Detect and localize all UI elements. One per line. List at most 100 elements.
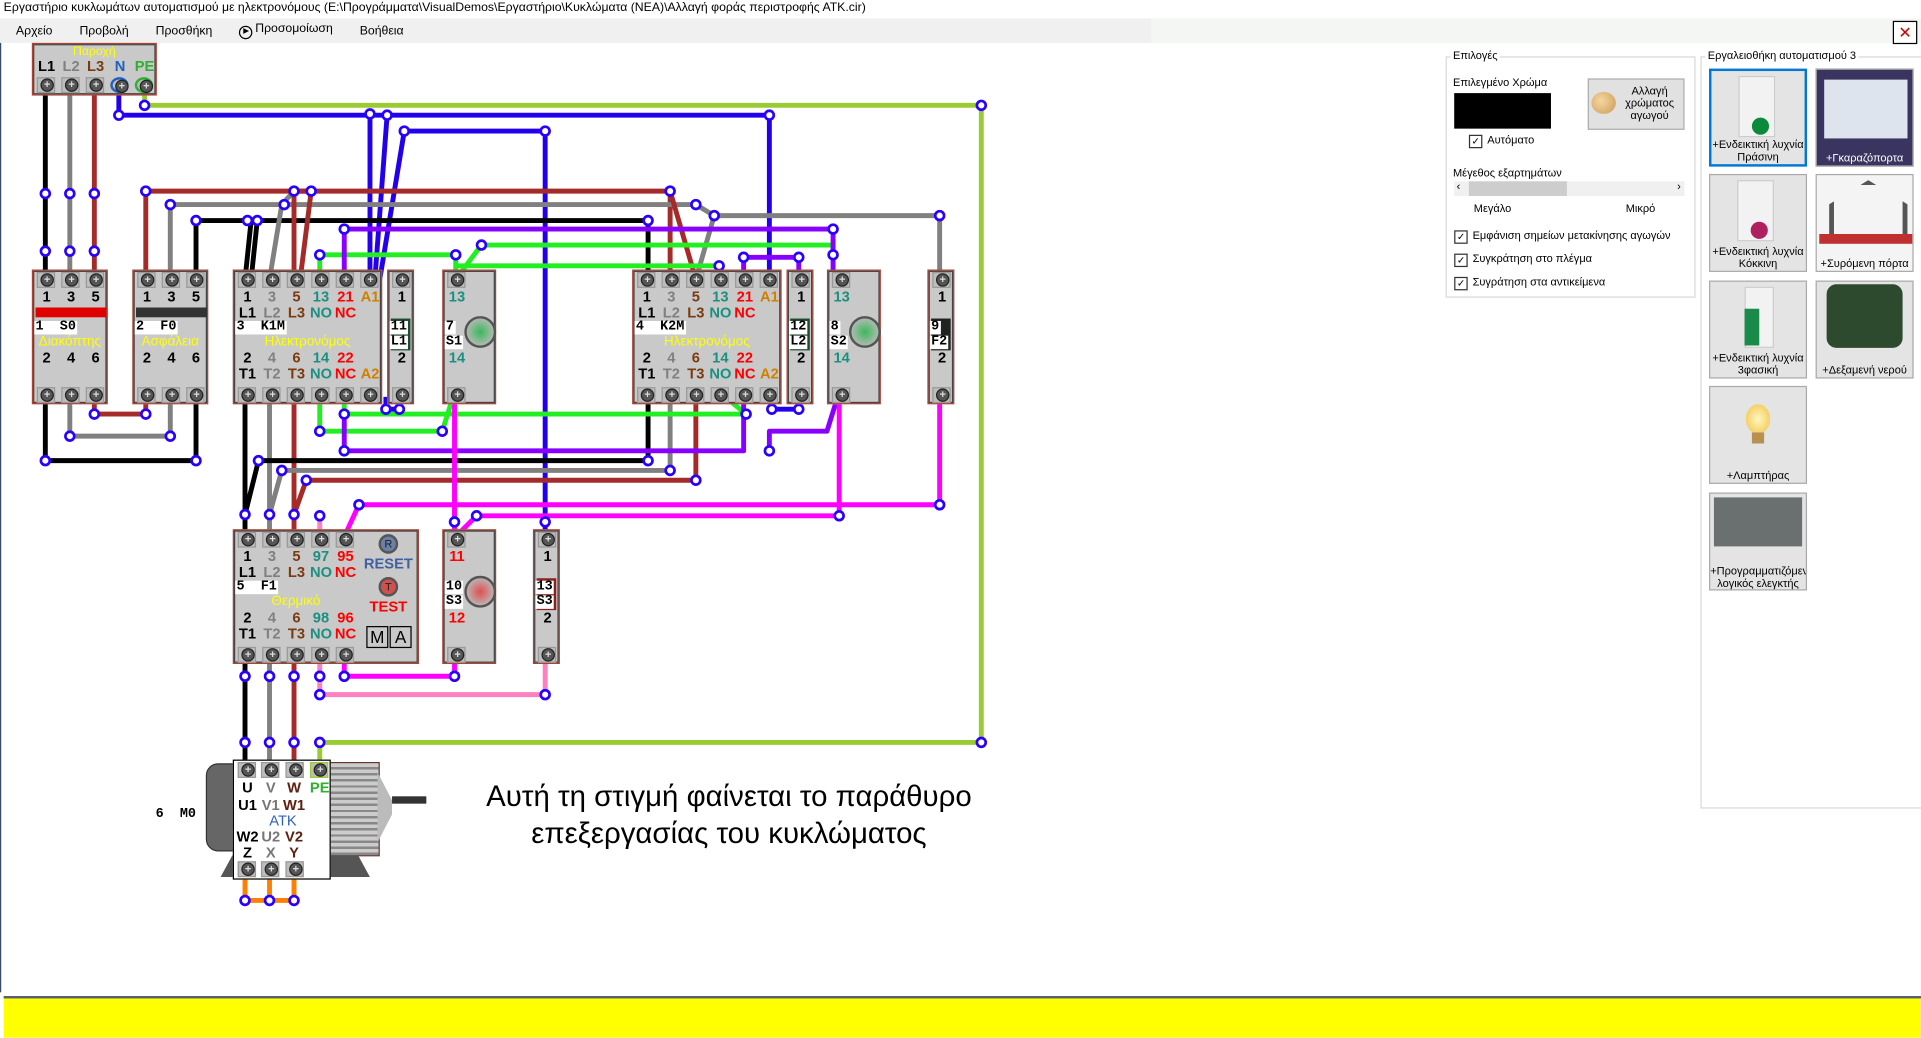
wire-junction-handle[interactable]	[470, 510, 483, 522]
wire-junction-handle[interactable]	[263, 736, 276, 749]
terminal-screw[interactable]	[85, 387, 105, 404]
terminal-screw[interactable]	[932, 387, 951, 404]
wire-junction-handle[interactable]	[353, 498, 365, 511]
wire-junction-handle[interactable]	[448, 516, 461, 528]
terminal-screw[interactable]	[61, 387, 80, 404]
wire-junction-handle[interactable]	[690, 474, 702, 486]
component-k1m[interactable]: 1L12T13L24T25L36T313NO14NO21NC22NCA1A23 …	[232, 269, 383, 405]
terminal-screw[interactable]	[791, 387, 810, 404]
wire-junction-handle[interactable]	[833, 510, 845, 522]
wire-junction-handle[interactable]	[288, 508, 300, 521]
menu-view[interactable]: Προβολή	[79, 23, 129, 38]
wire-junction-handle[interactable]	[975, 99, 988, 112]
menu-simulation[interactable]: ▶Προσομοίωση	[223, 22, 343, 40]
terminal-screw[interactable]	[262, 531, 281, 548]
wire-junction-handle[interactable]	[190, 454, 202, 467]
pushbutton-icon[interactable]	[464, 316, 497, 348]
wire-junction-handle[interactable]	[88, 408, 101, 420]
tool-water-tank[interactable]: +Δεξαμενή νερού	[1815, 280, 1914, 379]
tool-red-lamp[interactable]: +Ενδεικτική λυχνία Κόκκινη	[1709, 173, 1808, 272]
wire-junction-handle[interactable]	[338, 670, 351, 683]
wire-junction-handle[interactable]	[740, 408, 752, 420]
terminal-screw[interactable]	[637, 387, 656, 404]
wire-junction-handle[interactable]	[288, 736, 300, 749]
menu-file[interactable]: Αρχείο	[15, 23, 53, 38]
terminal-screw[interactable]	[637, 271, 656, 288]
switch-lever[interactable]	[135, 307, 208, 318]
wire-junction-handle[interactable]	[763, 445, 776, 457]
pushbutton-icon[interactable]	[464, 575, 497, 608]
wire-junction-handle[interactable]	[305, 185, 317, 197]
supply-terminal-l2[interactable]	[61, 77, 80, 94]
tool-lamp[interactable]: +Λαμπτήρας	[1709, 385, 1808, 484]
wire-junction-handle[interactable]	[252, 454, 265, 467]
wire-junction-handle[interactable]	[288, 894, 300, 907]
wire-junction-handle[interactable]	[364, 108, 376, 120]
component-k2m[interactable]: 1L12T13L24T25L36T313NO14NO21NC22NCA1A24 …	[632, 269, 782, 405]
terminal-screw[interactable]	[286, 387, 306, 404]
wire-junction-handle[interactable]	[398, 125, 411, 137]
terminal-screw[interactable]	[360, 387, 379, 404]
mode-manual-button[interactable]: M	[366, 626, 389, 649]
wire-junction-handle[interactable]	[64, 245, 76, 257]
wire-junction-handle[interactable]	[793, 251, 805, 264]
terminal-screw[interactable]	[335, 646, 355, 663]
terminal-screw[interactable]	[686, 387, 705, 404]
wire-junction-handle[interactable]	[164, 430, 177, 442]
wire-junction-handle[interactable]	[263, 670, 276, 683]
wire-junction-handle[interactable]	[278, 198, 290, 211]
wire-junction-handle[interactable]	[642, 454, 654, 467]
terminal-screw[interactable]	[661, 271, 680, 288]
wire-junction-handle[interactable]	[539, 125, 551, 137]
terminal-screw[interactable]	[537, 646, 557, 663]
wire-junction-handle[interactable]	[39, 454, 52, 467]
terminal-screw[interactable]	[735, 387, 754, 404]
terminal-screw[interactable]	[85, 271, 105, 288]
terminal-screw[interactable]	[759, 271, 778, 288]
terminal-screw[interactable]	[262, 646, 281, 663]
menu-help[interactable]: Βοήθεια	[359, 23, 404, 38]
wire-junction-handle[interactable]	[113, 109, 125, 121]
wire-junction-handle[interactable]	[313, 249, 326, 261]
wire-junction-handle[interactable]	[766, 403, 778, 415]
wire-junction-handle[interactable]	[664, 464, 676, 477]
wire-junction-handle[interactable]	[539, 688, 551, 701]
terminal-screw[interactable]	[186, 271, 205, 288]
wire-junction-handle[interactable]	[263, 894, 276, 907]
terminal-screw[interactable]	[831, 387, 851, 404]
terminal-screw[interactable]	[61, 271, 80, 288]
switch-lever[interactable]	[35, 307, 107, 318]
wire-junction-handle[interactable]	[239, 670, 251, 683]
pushbutton-icon[interactable]	[848, 316, 881, 348]
reset-button[interactable]: R	[378, 534, 399, 554]
wire-junction-handle[interactable]	[239, 894, 251, 907]
wire-junction-handle[interactable]	[975, 736, 988, 749]
wire-junction-handle[interactable]	[138, 99, 151, 112]
wire-junction-handle[interactable]	[933, 498, 946, 511]
terminal-screw[interactable]	[286, 271, 306, 288]
wire-junction-handle[interactable]	[338, 408, 351, 420]
tool-green-lamp[interactable]: +Ενδεικτική λυχνία Πράσινη	[1709, 68, 1808, 167]
terminal-screw[interactable]	[661, 387, 680, 404]
terminal-screw[interactable]	[311, 646, 330, 663]
terminal-screw[interactable]	[335, 387, 355, 404]
wire-junction-handle[interactable]	[164, 198, 177, 211]
terminal-screw[interactable]	[186, 387, 205, 404]
checkbox-snap-grid[interactable]: ✓Συγκράτηση στο πλέγμα	[1454, 252, 1592, 268]
wire-junction-handle[interactable]	[393, 403, 406, 415]
wire-junction-handle[interactable]	[239, 736, 251, 749]
wire-junction-handle[interactable]	[381, 109, 393, 121]
wire-junction-handle[interactable]	[708, 209, 720, 222]
wire-junction-handle[interactable]	[64, 187, 76, 200]
terminal-screw[interactable]	[735, 271, 754, 288]
terminal-screw[interactable]	[759, 387, 778, 404]
wire-junction-handle[interactable]	[300, 474, 313, 486]
supply-terminal-pe[interactable]	[134, 77, 154, 94]
wire-junction-handle[interactable]	[338, 223, 351, 235]
terminal-screw[interactable]	[537, 531, 557, 548]
terminal-screw[interactable]	[161, 271, 181, 288]
terminal-screw[interactable]	[360, 271, 379, 288]
